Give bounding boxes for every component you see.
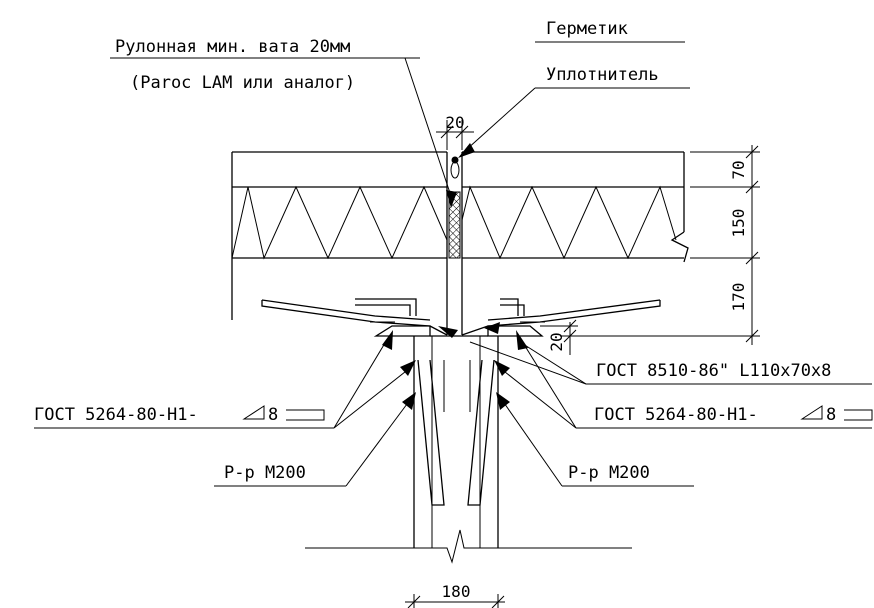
anchor-left bbox=[261, 298, 431, 327]
panel-right bbox=[461, 151, 689, 263]
dim-angle-offset: 20 bbox=[540, 319, 578, 355]
sealant-dot bbox=[451, 156, 459, 164]
dim-column-value: 180 bbox=[442, 582, 471, 601]
dim-chain-right: 70 150 170 bbox=[560, 145, 760, 345]
label-weld-right-size: 8 bbox=[826, 405, 836, 425]
label-gasket: Уплотнитель bbox=[546, 65, 659, 85]
dim-gap-value: 20 bbox=[445, 113, 464, 132]
vertical-joint bbox=[446, 152, 463, 335]
label-sealant: Герметик bbox=[546, 19, 628, 39]
dim-gap: 20 bbox=[436, 113, 474, 150]
dim-angle-offset-value: 20 bbox=[547, 332, 566, 351]
label-insulation-line1: Рулонная мин. вата 20мм bbox=[115, 37, 350, 57]
leader-weld-left: ГОСТ 5264-80-Н1- 8 bbox=[34, 330, 416, 429]
leader-weld-right: ГОСТ 5264-80-Н1- 8 bbox=[494, 330, 873, 429]
label-mortar-right: Р-р М200 bbox=[568, 463, 650, 483]
leader-insulation: Рулонная мин. вата 20мм (Paroc LAM или а… bbox=[110, 37, 457, 208]
dim-column: 180 bbox=[405, 582, 505, 608]
leader-mortar-right: Р-р М200 bbox=[496, 392, 694, 487]
label-angle-gost: ГОСТ 8510-86" L110x70x8 bbox=[596, 361, 831, 381]
dim-layer-bottom: 170 bbox=[729, 283, 748, 312]
leader-angle: ГОСТ 8510-86" L110x70x8 bbox=[438, 322, 872, 385]
leader-mortar-left: Р-р М200 bbox=[214, 392, 416, 487]
label-weld-right: ГОСТ 5264-80-Н1- bbox=[594, 405, 758, 425]
dim-layer-middle: 150 bbox=[729, 209, 748, 238]
weld-symbol-right-icon bbox=[800, 405, 823, 420]
gasket-cord bbox=[450, 161, 460, 179]
label-weld-left: ГОСТ 5264-80-Н1- bbox=[34, 405, 198, 425]
dim-layer-top: 70 bbox=[729, 160, 748, 179]
anchor-right bbox=[487, 298, 661, 327]
panel-left bbox=[231, 151, 448, 320]
label-mortar-left: Р-р М200 bbox=[224, 463, 306, 483]
column bbox=[305, 336, 632, 564]
weld-symbol-left-icon bbox=[242, 405, 265, 420]
leader-sealant: Герметик Уплотнитель bbox=[458, 19, 690, 158]
angle-bed bbox=[370, 321, 545, 337]
label-weld-left-size: 8 bbox=[268, 405, 278, 425]
label-insulation-line2: (Paroc LAM или аналог) bbox=[130, 73, 355, 93]
